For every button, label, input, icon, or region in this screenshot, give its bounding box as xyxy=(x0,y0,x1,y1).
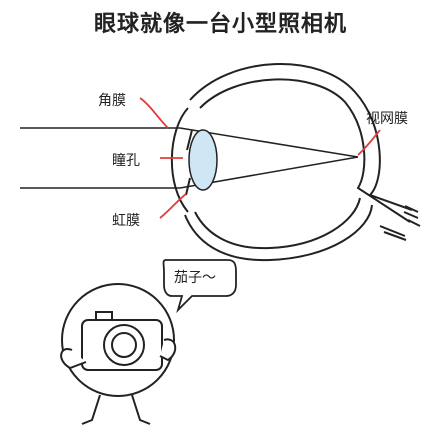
arrow-cornea xyxy=(139,97,169,129)
eyeball-outer-wall xyxy=(184,62,413,262)
arrow-retina xyxy=(357,129,381,156)
ray-top xyxy=(20,127,359,158)
iris-shape xyxy=(185,129,193,196)
optic-nerve xyxy=(379,205,421,241)
label-iris: 虹膜 xyxy=(112,213,140,229)
label-retina: 视网膜 xyxy=(366,111,408,127)
label-pupil: 瞳孔 xyxy=(112,153,140,169)
lens-shape xyxy=(188,129,218,191)
label-arrows xyxy=(139,97,381,219)
character-leg-right xyxy=(131,394,151,425)
character-arm-left xyxy=(60,348,87,370)
speech-text: 茄子～ xyxy=(174,270,216,286)
ray-bottom xyxy=(20,156,359,189)
cornea-shape xyxy=(170,107,189,213)
arrow-iris xyxy=(159,193,187,219)
light-rays xyxy=(20,127,359,189)
page-title: 眼球就像一台小型照相机 xyxy=(93,12,347,37)
label-cornea: 角膜 xyxy=(98,93,126,109)
character-leg-left xyxy=(81,394,101,425)
camera-lens-inner xyxy=(111,332,137,358)
eyeball xyxy=(184,62,421,262)
speech-bubble xyxy=(162,259,237,314)
camera-flash xyxy=(95,311,113,321)
camera-character xyxy=(60,283,177,425)
character-arm-right xyxy=(159,338,177,362)
eyeball-inner-wall xyxy=(194,78,411,250)
